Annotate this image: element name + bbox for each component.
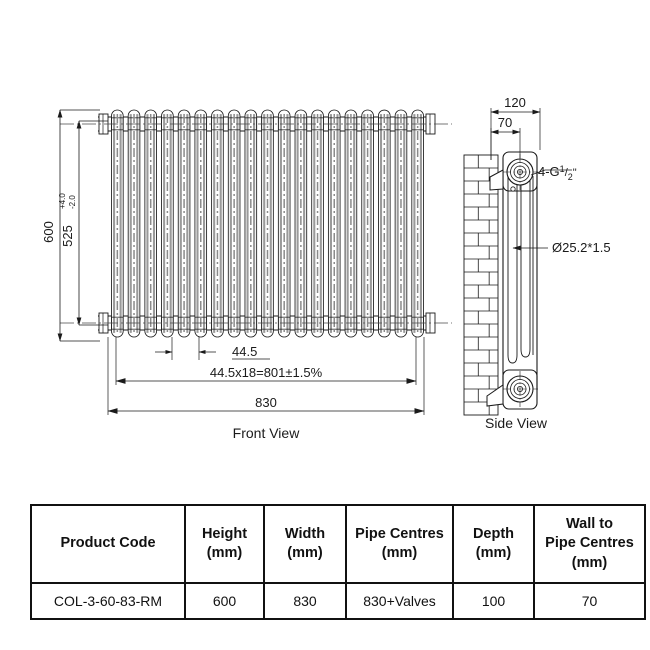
radiator-column [194,109,208,338]
callout-label-connections: 4-G1/2" [538,164,577,182]
callout-connections: 4-G1/2" [530,164,577,182]
side-view: 120 70 4-G1/2" Ø25.2*1.5 [463,95,611,431]
callout-connections-frac-num: 1 [560,164,565,174]
dim-pitch-44-5: 44.5 [155,337,270,360]
spec-cell-wall-to-pipe-centres: 70 [533,582,646,620]
radiator-column [177,109,191,338]
radiator-right-endcap [425,113,436,334]
front-view-dimensions: 600 525 +4.0 -2.0 44.5 [41,109,425,441]
dim-label-height-600: 600 [41,221,56,243]
dim-label-depth-120: 120 [504,95,526,110]
spec-header-height-line2: (mm) [206,545,243,561]
spec-header-wall-to-pipe-centres-line2: Pipe Centres [545,535,634,552]
wall-bracket-top [489,169,504,191]
radiator-column [361,109,374,338]
dim-label-pitch-44-5: 44.5 [232,344,257,359]
manifold-centrelines [60,123,452,324]
dim-height-600: 600 [41,109,100,342]
spec-cell-width: 830 [263,582,347,620]
callout-connections-prefix: 4-G [538,164,560,179]
spec-header-wall-to-pipe-centres-line1: Wall to [566,516,613,533]
wall-hatching [463,154,499,416]
radiator-column [227,109,241,338]
dim-height-525: 525 +4.0 -2.0 [58,120,108,326]
spec-header-depth-line2: (mm) [475,545,512,561]
radiator-column [211,109,224,338]
callout-connections-frac-den: 2 [568,172,573,182]
spec-header-depth-line1: Depth [472,525,515,542]
spec-header-height: Height (mm) [184,504,265,584]
wall-bracket-bottom [486,384,504,407]
bracket-pin-top [510,186,516,192]
dim-wall-to-pipe-70: 70 [490,115,521,160]
radiator-column [277,109,291,338]
spec-header-width-line1: Width [284,525,326,542]
spec-table-header-row: Product Code Height (mm) Width (mm) Pipe… [30,504,646,584]
spec-header-pipe-centres: Pipe Centres (mm) [345,504,454,584]
radiator-column [161,109,174,338]
dim-total-sections: 44.5x18=801±1.5% [115,337,417,385]
radiator-left-endcap [98,113,109,334]
spec-table-row: COL-3-60-83-RM 600 830 830+Valves 100 70 [30,582,646,620]
dim-width-830: 830 [107,337,425,415]
dim-label-width-830: 830 [255,395,277,410]
side-tubes [507,176,534,364]
radiator-column [294,109,308,338]
radiator-column [344,109,358,338]
spec-header-wall-to-pipe-centres: Wall to Pipe Centres (mm) [533,504,646,584]
spec-header-height-line1: Height [201,525,248,542]
radiator-column [127,109,141,338]
dim-label-height-525: 525 [60,225,75,247]
dim-label-525-tol-upper: +4.0 [58,193,67,209]
spec-cell-depth: 100 [452,582,535,620]
callout-connections-suffix: " [573,167,577,179]
spec-table: Product Code Height (mm) Width (mm) Pipe… [30,504,646,620]
spec-header-product-code-line1: Product Code [60,535,156,552]
spec-header-wall-to-pipe-centres-line3: (mm) [571,554,608,571]
side-view-label: Side View [485,415,548,431]
spec-header-pipe-centres-line2: (mm) [381,545,418,561]
spec-header-pipe-centres-line1: Pipe Centres [355,525,444,542]
radiator-column [111,109,124,338]
front-view-label: Front View [233,425,301,441]
callout-label-tube-spec: Ø25.2*1.5 [552,240,611,255]
spec-cell-product-code: COL-3-60-83-RM [30,582,186,620]
spec-header-width-line2: (mm) [287,545,323,561]
spec-table-container: Product Code Height (mm) Width (mm) Pipe… [30,504,646,620]
spec-cell-pipe-centres: 830+Valves [345,582,454,620]
radiator-column [394,109,408,338]
radiator-column [311,109,324,338]
spec-header-product-code: Product Code [30,504,186,584]
dim-label-total-sections: 44.5x18=801±1.5% [210,365,323,380]
radiator-column [244,109,258,338]
side-valve-bottom [502,371,538,407]
spec-cell-height: 600 [184,582,265,620]
dim-label-525-tol-lower: -2.0 [68,195,77,209]
radiator-column [144,109,157,338]
radiator-column-group [111,109,424,338]
front-view-radiator [60,109,452,338]
side-valve-top [502,154,538,190]
radiator-column [327,109,341,338]
radiator-column [378,109,391,338]
callout-tube-spec: Ø25.2*1.5 [512,240,611,255]
dim-label-wall-to-pipe-70: 70 [498,115,512,130]
spec-header-depth: Depth (mm) [452,504,535,584]
radiator-column [261,109,274,338]
spec-header-width: Width (mm) [263,504,347,584]
radiator-column [411,109,424,338]
